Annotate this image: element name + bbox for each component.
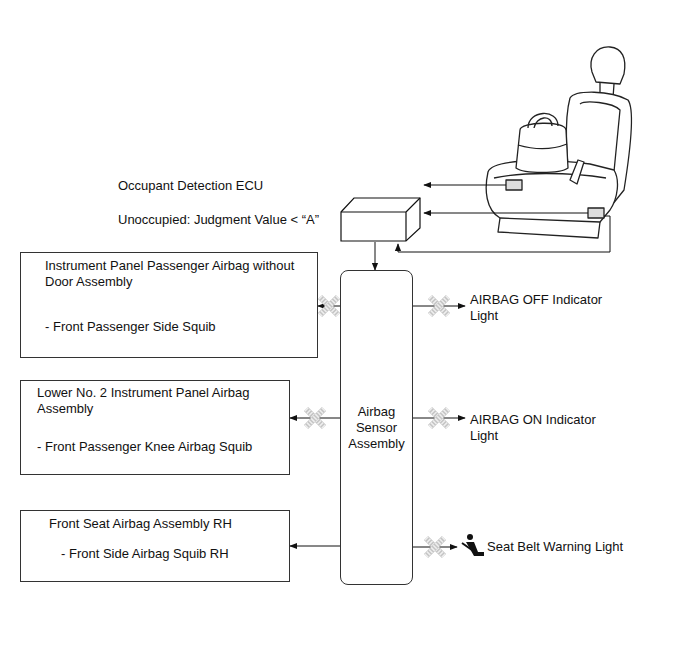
node-detail: - Front Passenger Knee Airbag Squib: [37, 439, 279, 455]
cross-texture: [306, 409, 324, 427]
cross-stroke: [306, 409, 324, 427]
cross-texture: [430, 409, 448, 427]
signal-arrow: [290, 546, 340, 547]
cross-stroke: [430, 297, 448, 315]
cross-texture: [306, 409, 324, 427]
ecu-box: [341, 198, 420, 241]
seat-belt-icon: [462, 534, 484, 556]
node-title: Airbag Sensor Assembly: [344, 404, 409, 452]
node-detail: - Front Passenger Side Squib: [45, 319, 307, 335]
disabled-cross-mark: [306, 409, 324, 427]
seat: [486, 47, 631, 238]
cross-stroke: [426, 538, 444, 556]
airbag-box: Front Seat Airbag Assembly RH - Front Sid…: [20, 510, 290, 582]
indicator-item: AIRBAG ON Indicator Light: [465, 410, 625, 452]
cross-stroke: [320, 297, 338, 315]
cross-texture: [430, 409, 448, 427]
disabled-cross-mark: [430, 297, 448, 315]
ecu-block: Occupant Detection ECU Unoccupied: Judgme…: [110, 174, 422, 242]
cross-stroke: [320, 297, 338, 315]
cross-texture: [320, 297, 338, 315]
airbag-box: Lower No. 2 Instrument Panel Airbag Asse…: [20, 380, 290, 475]
node-title: AIRBAG ON Indicator Light: [470, 412, 621, 444]
node-title: Instrument Panel Passenger Airbag withou…: [45, 258, 307, 290]
signal-arrow: [375, 242, 376, 270]
ecu-box-edge: [341, 198, 420, 241]
cross-stroke: [430, 409, 448, 427]
disabled-cross-mark: [430, 409, 448, 427]
cross-stroke: [430, 297, 448, 315]
sensor-signal-lines: [398, 185, 610, 252]
disabled-cross-mark: [426, 538, 444, 556]
indicator-item: Seat Belt Warning Light: [457, 538, 657, 563]
node-detail: - Front Side Airbag Squib RH: [49, 546, 279, 562]
node-title: Front Seat Airbag Assembly RH: [49, 516, 279, 532]
cross-stroke: [426, 538, 444, 556]
cross-texture: [430, 297, 448, 315]
cross-texture: [430, 297, 448, 315]
cross-stroke: [306, 409, 324, 427]
cross-texture: [426, 538, 444, 556]
airbag-box: Instrument Panel Passenger Airbag withou…: [20, 252, 318, 358]
sensor-box: Airbag Sensor Assembly: [340, 270, 413, 585]
cross-stroke: [430, 409, 448, 427]
node-title: Lower No. 2 Instrument Panel Airbag Asse…: [37, 385, 279, 417]
node-detail: Unoccupied: Judgment Value < “A”: [118, 212, 326, 228]
node-title: AIRBAG OFF Indicator Light: [470, 292, 621, 324]
cross-texture: [320, 297, 338, 315]
cross-texture: [426, 538, 444, 556]
node-title: Occupant Detection ECU: [118, 178, 326, 194]
ecu-box-outline: [340, 194, 422, 242]
disabled-cross-mark: [320, 297, 338, 315]
indicator-item: AIRBAG OFF Indicator Light: [465, 290, 625, 332]
node-title: Seat Belt Warning Light: [487, 539, 653, 555]
